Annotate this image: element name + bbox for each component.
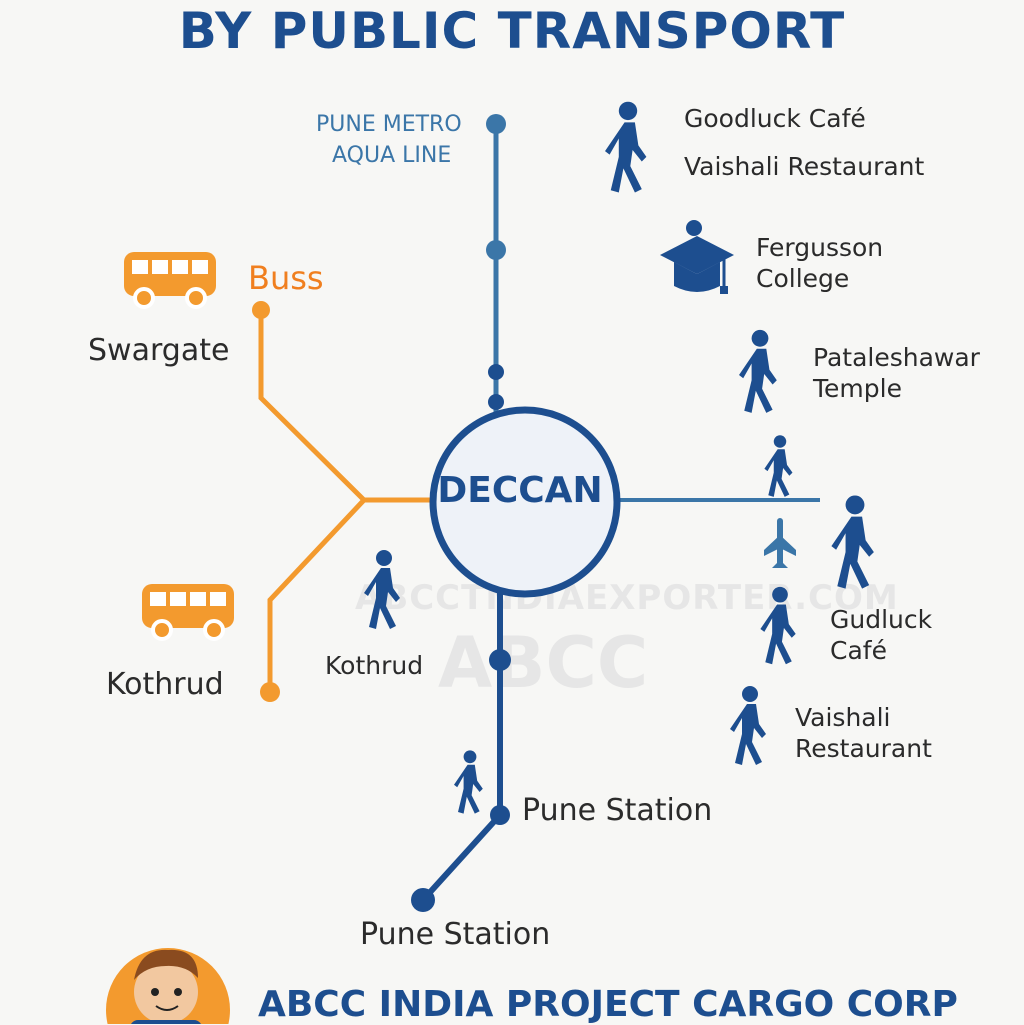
place-label-fergusson-college: Fergusson College	[756, 232, 883, 295]
metro-line-label: PUNE METRO AQUA LINE	[316, 110, 462, 172]
bus-icon	[122, 250, 218, 309]
metro-label-line-2: AQUA LINE	[332, 142, 452, 168]
vaishali-line-1: Vaishali	[795, 703, 891, 732]
station-dot	[411, 888, 435, 912]
place-label-gudluck-cafe: Gudluck Café	[830, 604, 932, 667]
metro-label-line-1: PUNE METRO	[316, 112, 462, 137]
metro-stop	[486, 114, 506, 134]
bus-icon	[140, 582, 236, 641]
graduation-cap-icon	[660, 220, 734, 294]
station-dot	[489, 649, 511, 671]
station-label-pune-station-2: Pune Station	[360, 917, 551, 952]
place-label-pataleshawar-temple: Pataleshawar Temple	[813, 342, 980, 405]
walking-person-icon	[364, 550, 400, 629]
place-label-kothrud-walk: Kothrud	[325, 651, 424, 680]
station-dot	[490, 805, 510, 825]
place-label-vaishali-restaurant: Vaishali Restaurant	[684, 152, 925, 181]
south-line	[411, 565, 511, 912]
walking-person-icon	[764, 435, 793, 497]
station-label-pune-station-1: Pune Station	[522, 793, 713, 828]
metro-stop	[488, 394, 504, 410]
metro-line	[486, 114, 506, 440]
watermark-url: ABCCTNDIAEXPORTER.COM	[355, 578, 899, 618]
walking-person-icon	[454, 750, 483, 814]
metro-stop	[488, 364, 504, 380]
watermark-logo: ABCC	[438, 622, 649, 704]
walking-person-icon	[760, 586, 796, 665]
bus-label: Buss	[248, 259, 324, 297]
footer-company-name: ABCC INDIA PROJECT CARGO CORP	[258, 984, 958, 1025]
vaishali-line-2: Restaurant	[795, 734, 932, 764]
hub-label: DECCAN	[437, 470, 603, 511]
walking-person-icon	[730, 686, 766, 765]
bus-stop-label-swargate: Swargate	[88, 333, 230, 368]
college-line-1: Fergusson	[756, 233, 884, 262]
bus-stop-label-kothrud: Kothrud	[106, 667, 224, 702]
walking-person-icon	[831, 495, 874, 589]
bus-stop-swargate	[252, 301, 270, 319]
page-title: BY PUBLIC TRANSPORT	[178, 2, 846, 60]
gudluck-line-1: Gudluck	[830, 605, 933, 634]
bus-route	[258, 310, 432, 690]
mascot-icon	[106, 948, 230, 1024]
metro-stop	[486, 240, 506, 260]
airplane-icon	[764, 518, 796, 568]
temple-line-2: Temple	[813, 374, 902, 404]
gudluck-line-2: Café	[830, 636, 887, 666]
bus-stop-kothrud	[260, 682, 280, 702]
temple-line-1: Pataleshawar	[813, 343, 980, 372]
college-line-2: College	[756, 264, 850, 294]
deccan-hub	[429, 406, 621, 598]
walking-person-icon	[739, 329, 777, 413]
place-label-goodluck-cafe: Goodluck Café	[684, 104, 866, 133]
place-label-vaishali-restaurant-2: Vaishali Restaurant	[795, 702, 932, 765]
walking-person-icon	[605, 101, 647, 193]
